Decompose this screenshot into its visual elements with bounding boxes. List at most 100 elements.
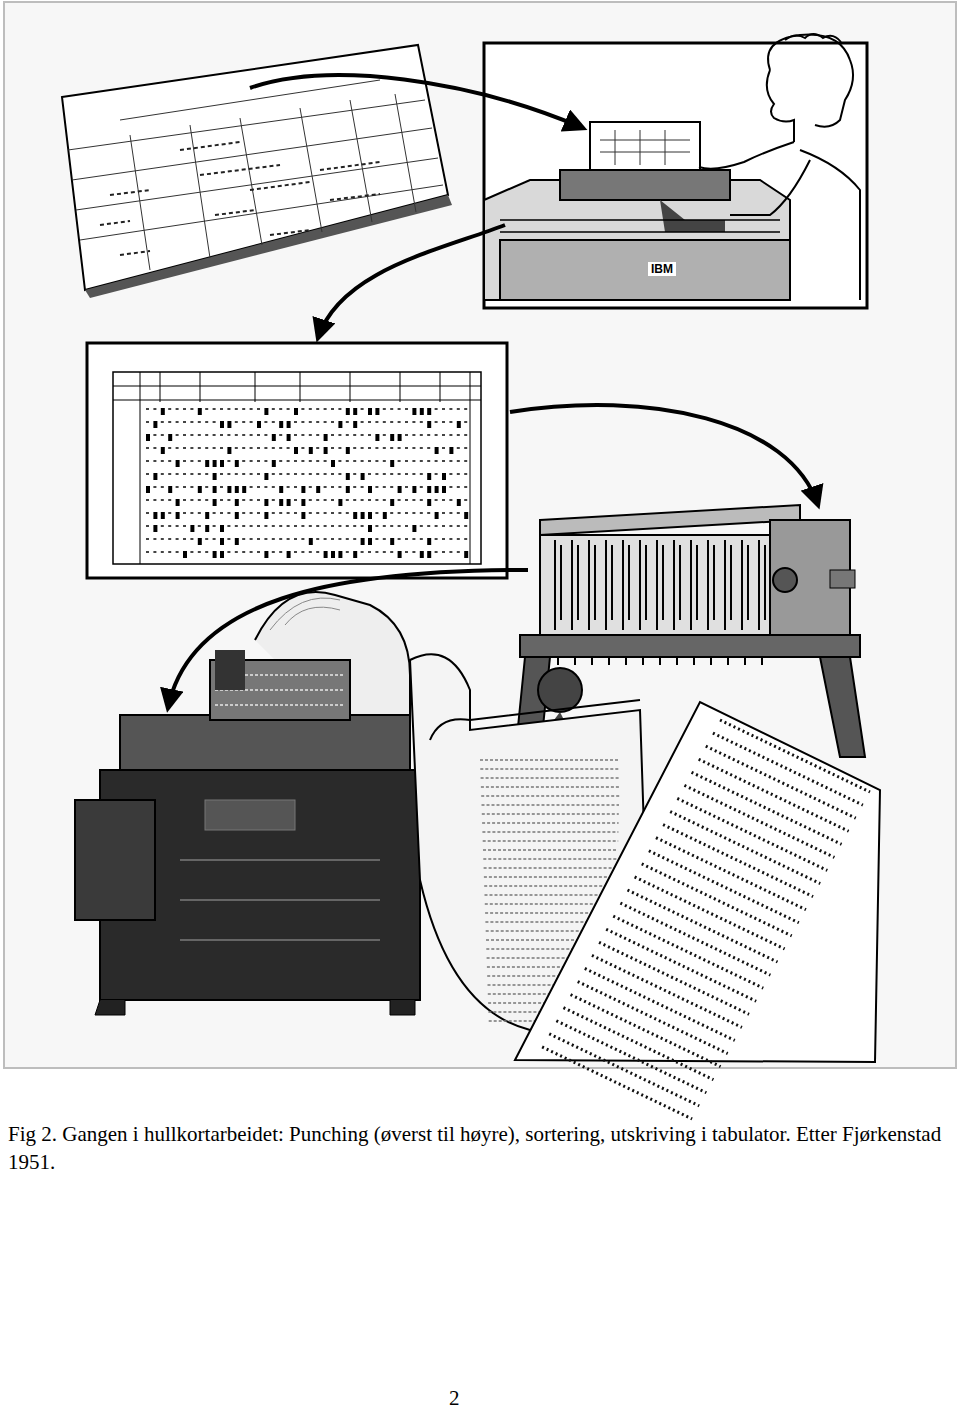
card-hole [220, 499, 223, 501]
card-hole [464, 434, 467, 436]
card-hole [279, 460, 282, 462]
card-hole [213, 538, 216, 540]
sorter-pocket [759, 540, 765, 630]
card-hole [257, 460, 260, 462]
card-hole [176, 447, 179, 449]
card-hole [309, 421, 312, 423]
printout-row [480, 759, 620, 761]
card-hole [375, 538, 378, 540]
card-hole [146, 460, 149, 462]
card-hole [449, 525, 452, 527]
card-hole [287, 525, 290, 527]
card-hole [287, 512, 290, 514]
card-hole [183, 499, 186, 501]
card-hole [361, 447, 364, 449]
card-hole [294, 538, 297, 540]
card-hole [338, 512, 341, 514]
card-hole [264, 473, 268, 480]
card-hole [383, 447, 386, 449]
card-hole [398, 408, 401, 410]
card-hole [242, 421, 245, 423]
card-hole [146, 499, 149, 501]
card-hole [405, 447, 408, 449]
card-hole [346, 525, 349, 527]
card-hole [272, 512, 275, 514]
card-hole [153, 499, 156, 501]
card-hole [183, 447, 186, 449]
printout-row [578, 982, 728, 1054]
card-hole [161, 538, 164, 540]
card-hole [190, 473, 193, 475]
card-hole [272, 551, 275, 553]
card-hole [361, 512, 365, 519]
card-hole [346, 551, 349, 553]
card-hole [457, 421, 461, 428]
card-hole [427, 408, 431, 415]
card-hole [353, 512, 357, 519]
card-hole [390, 460, 394, 467]
card-hole [449, 512, 452, 514]
card-hole [205, 447, 208, 449]
card-hole [294, 408, 298, 415]
card-hole [272, 408, 275, 410]
sorter-pocket [691, 540, 697, 630]
card-hole [220, 486, 223, 488]
sorter-pocket [555, 540, 561, 630]
card-hole [309, 473, 312, 475]
card-hole [412, 486, 416, 493]
card-hole [250, 473, 253, 475]
card-hole [449, 551, 452, 553]
card-hole [279, 473, 282, 475]
card-hole [427, 473, 431, 480]
card-hole [420, 421, 423, 423]
card-hole [353, 408, 357, 415]
card-hole [227, 421, 231, 428]
card-hole [146, 512, 149, 514]
card-hole [331, 408, 334, 410]
card-hole [435, 512, 439, 519]
card-hole [368, 499, 371, 501]
card-hole [449, 499, 452, 501]
card-hole [457, 434, 460, 436]
card-hole [398, 473, 401, 475]
card-hole [383, 473, 386, 475]
card-hole [324, 447, 328, 454]
card-hole [338, 551, 342, 558]
card-hole [190, 551, 193, 553]
card-hole [435, 408, 438, 410]
card-hole [279, 421, 283, 428]
card-hole [176, 538, 179, 540]
printout-row [482, 831, 618, 833]
card-hole [464, 538, 467, 540]
card-hole [368, 538, 372, 545]
card-hole [316, 447, 319, 449]
card-hole [168, 447, 171, 449]
card-hole [213, 486, 217, 493]
card-hole [287, 408, 290, 410]
card-hole [435, 421, 438, 423]
card-hole [301, 551, 304, 553]
card-hole [227, 434, 230, 436]
card-hole [176, 434, 179, 436]
card-hole [427, 525, 430, 527]
card-hole [183, 551, 187, 558]
card-hole [457, 408, 460, 410]
card-hole [176, 473, 179, 475]
card-hole [183, 512, 186, 514]
card-hole [309, 447, 313, 454]
card-hole [242, 486, 246, 493]
printout-sheet [515, 702, 880, 1119]
card-hole [427, 538, 431, 545]
card-hole [405, 473, 408, 475]
card-hole [190, 525, 194, 532]
card-hole [375, 447, 378, 449]
card-hole [161, 434, 164, 436]
card-hole [264, 525, 267, 527]
card-hole [213, 421, 216, 423]
card-hole [309, 551, 312, 553]
card-hole [235, 551, 238, 553]
card-hole [375, 434, 379, 441]
card-hole [242, 473, 245, 475]
card-hole [361, 408, 364, 410]
card-hole [331, 447, 334, 449]
